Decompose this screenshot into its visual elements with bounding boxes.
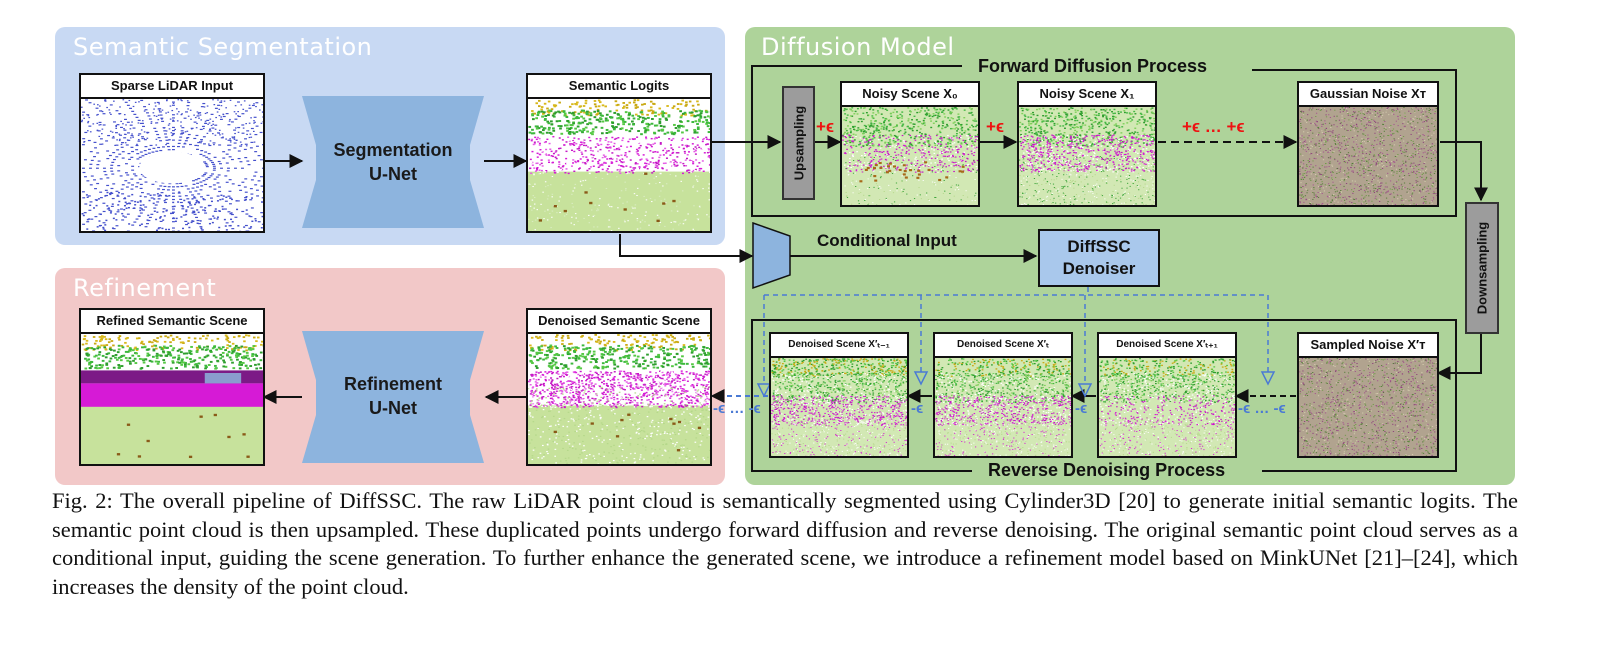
diffssc-denoiser-block: DiffSSC Denoiser xyxy=(1038,229,1160,287)
refined-scene-title: Refined Semantic Scene xyxy=(81,310,263,334)
sampled-noise-title: Sampled Noise X′ᴛ xyxy=(1299,334,1437,358)
denoiser-line2: Denoiser xyxy=(1062,259,1136,278)
upsampling-label: Upsampling xyxy=(791,105,806,181)
scene-semantic xyxy=(528,99,710,231)
denoised-scene-t-image: Denoised Scene X′ₜ xyxy=(933,332,1073,458)
minus-eps-label-1: -ϵ xyxy=(911,400,924,417)
scene-refined xyxy=(81,334,263,464)
scene-den-t xyxy=(935,358,1071,456)
denoised-scene-tm1-title: Denoised Scene X′ₜ₋₁ xyxy=(771,334,907,358)
denoised-semantic-image: Denoised Semantic Scene xyxy=(526,308,712,466)
denoised-scene-tp1-title: Denoised Scene X′ₜ₊₁ xyxy=(1099,334,1235,358)
plus-eps-label-1: +ϵ xyxy=(816,117,835,136)
scene-lidar xyxy=(81,99,263,231)
minus-eps-dots-label-right: -ϵ … -ϵ xyxy=(1238,400,1286,417)
refinement-panel-title: Refinement xyxy=(73,274,217,302)
refined-scene-image: Refined Semantic Scene xyxy=(79,308,265,466)
diffusion-panel-title: Diffusion Model xyxy=(761,33,955,61)
noisy-scene-x0-title: Noisy Scene X₀ xyxy=(842,83,978,107)
reverse-process-label: Reverse Denoising Process xyxy=(982,460,1232,481)
scene-denoised xyxy=(528,334,710,464)
forward-process-label: Forward Diffusion Process xyxy=(972,56,1214,77)
segmentation-unet-label: Segmentation U-Net xyxy=(333,140,453,184)
upsampling-block: Upsampling xyxy=(782,86,815,200)
denoised-scene-t-title: Denoised Scene X′ₜ xyxy=(935,334,1071,358)
sparse-lidar-image: Sparse LiDAR Input xyxy=(79,73,265,233)
semantic-logits-title: Semantic Logits xyxy=(528,75,710,99)
noisy-scene-x1-image: Noisy Scene X₁ xyxy=(1017,81,1157,207)
scene-gaussian xyxy=(1299,107,1437,205)
figure-caption: Fig. 2: The overall pipeline of DiffSSC.… xyxy=(52,488,1518,599)
sparse-lidar-title: Sparse LiDAR Input xyxy=(81,75,263,99)
sampled-noise-image: Sampled Noise X′ᴛ xyxy=(1297,332,1439,458)
denoised-scene-tp1-image: Denoised Scene X′ₜ₊₁ xyxy=(1097,332,1237,458)
gaussian-noise-title: Gaussian Noise Xᴛ xyxy=(1299,83,1437,107)
noisy-scene-x1-title: Noisy Scene X₁ xyxy=(1019,83,1155,107)
semantic-logits-image: Semantic Logits xyxy=(526,73,712,233)
scene-noisy0 xyxy=(842,107,978,205)
noisy-scene-x0-image: Noisy Scene X₀ xyxy=(840,81,980,207)
denoiser-line1: DiffSSC xyxy=(1067,237,1131,256)
conditional-input-label: Conditional Input xyxy=(817,231,957,250)
minus-eps-dots-label-left: -ϵ … -ϵ xyxy=(713,400,761,417)
refinement-unet-label: Refinement U-Net xyxy=(343,374,442,418)
scene-sampled xyxy=(1299,358,1437,456)
scene-noisy1 xyxy=(1019,107,1155,205)
scene-den-tm1 xyxy=(771,358,907,456)
minus-eps-label-2: -ϵ xyxy=(1075,400,1088,417)
plus-eps-dots-label: +ϵ … +ϵ xyxy=(1182,117,1245,136)
downsampling-block: Downsampling xyxy=(1465,202,1499,334)
denoised-semantic-title: Denoised Semantic Scene xyxy=(528,310,710,334)
gaussian-noise-image: Gaussian Noise Xᴛ xyxy=(1297,81,1439,207)
scene-den-tp1 xyxy=(1099,358,1235,456)
downsampling-label: Downsampling xyxy=(1474,221,1490,315)
segmentation-panel-title: Semantic Segmentation xyxy=(73,33,373,61)
denoised-scene-tm1-image: Denoised Scene X′ₜ₋₁ xyxy=(769,332,909,458)
plus-eps-label-2: +ϵ xyxy=(986,117,1005,136)
